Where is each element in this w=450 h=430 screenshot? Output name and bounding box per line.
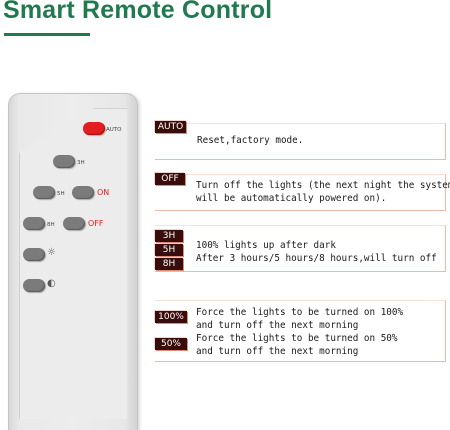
auto-description-box xyxy=(155,123,446,160)
remote-control: AUTO 3H 5H ON 8H OFF ☼ ◐ xyxy=(8,93,138,430)
auto-button-label: AUTO xyxy=(106,127,122,133)
off-button-label: OFF xyxy=(88,219,104,228)
remote-inner-panel xyxy=(19,108,127,419)
100-percent-tag: 100% xyxy=(155,311,187,323)
half-brightness-button[interactable] xyxy=(23,279,45,292)
3h-tag: 3H xyxy=(155,230,183,242)
8h-button[interactable] xyxy=(23,217,45,230)
full-brightness-button[interactable] xyxy=(23,248,45,261)
on-button[interactable] xyxy=(72,186,94,199)
off-button[interactable] xyxy=(63,217,85,230)
force-50-line-2: and turn off the next morning xyxy=(196,346,359,357)
title-underline xyxy=(4,33,90,36)
auto-tag: AUTO xyxy=(155,121,186,133)
page-title: Smart Remote Control xyxy=(3,0,273,24)
off-description-box xyxy=(155,174,446,211)
timer-description-box xyxy=(155,225,446,272)
force-50-line-1: Force the lights to be turned on 50% xyxy=(196,333,398,344)
5h-tag: 5H xyxy=(155,244,183,256)
half-sun-icon: ◐ xyxy=(47,278,56,289)
force-description-box xyxy=(155,300,446,362)
off-description-line-2: will be automatically powered on). xyxy=(196,193,387,204)
auto-description: Reset,factory mode. xyxy=(197,135,304,146)
3h-button-label: 3H xyxy=(77,160,85,166)
force-100-line-2: and turn off the next morning xyxy=(196,320,359,331)
3h-button[interactable] xyxy=(53,155,75,168)
5h-button[interactable] xyxy=(33,186,55,199)
force-100-line-1: Force the lights to be turned on 100% xyxy=(196,307,404,318)
off-tag: OFF xyxy=(155,173,185,185)
8h-tag: 8H xyxy=(155,258,183,270)
timer-description-line-2: After 3 hours/5 hours/8 hours,will turn … xyxy=(196,253,437,264)
5h-button-label: 5H xyxy=(57,191,65,197)
sun-icon: ☼ xyxy=(47,247,56,258)
8h-button-label: 8H xyxy=(47,222,55,228)
50-percent-tag: 50% xyxy=(155,338,187,350)
on-button-label: ON xyxy=(97,188,110,197)
timer-description-line-1: 100% lights up after dark xyxy=(196,240,336,251)
off-description-line-1: Turn off the lights (the next night the … xyxy=(196,180,450,191)
auto-button[interactable] xyxy=(83,122,105,135)
